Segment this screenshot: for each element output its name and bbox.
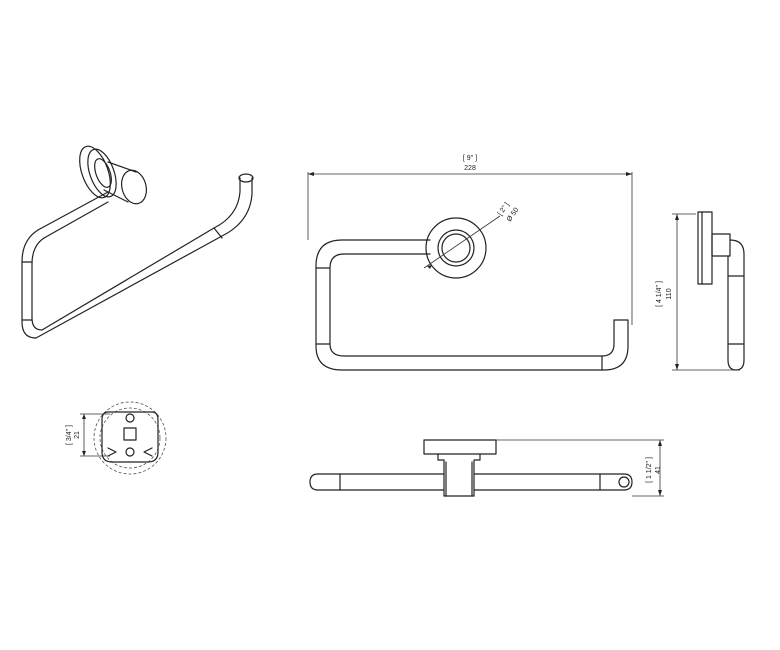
- height-inch-label: [ 4 1/4" ]: [656, 281, 663, 307]
- width-inch-label: [ 9" ]: [463, 155, 477, 162]
- mount-inch-label: [ 3/4" ]: [66, 425, 73, 445]
- mount-detail: [80, 401, 167, 475]
- mount-mm-label: 21: [74, 431, 81, 439]
- front-view: [307, 172, 633, 371]
- isometric-view: [21, 145, 254, 339]
- projection-inch-label: [ 1 1/2" ]: [646, 457, 653, 483]
- width-mm-label: 228: [464, 165, 476, 172]
- top-view: [309, 439, 664, 497]
- height-mm-label: 110: [666, 288, 673, 299]
- projection-mm-label: 41: [655, 466, 662, 474]
- side-view: [672, 211, 745, 371]
